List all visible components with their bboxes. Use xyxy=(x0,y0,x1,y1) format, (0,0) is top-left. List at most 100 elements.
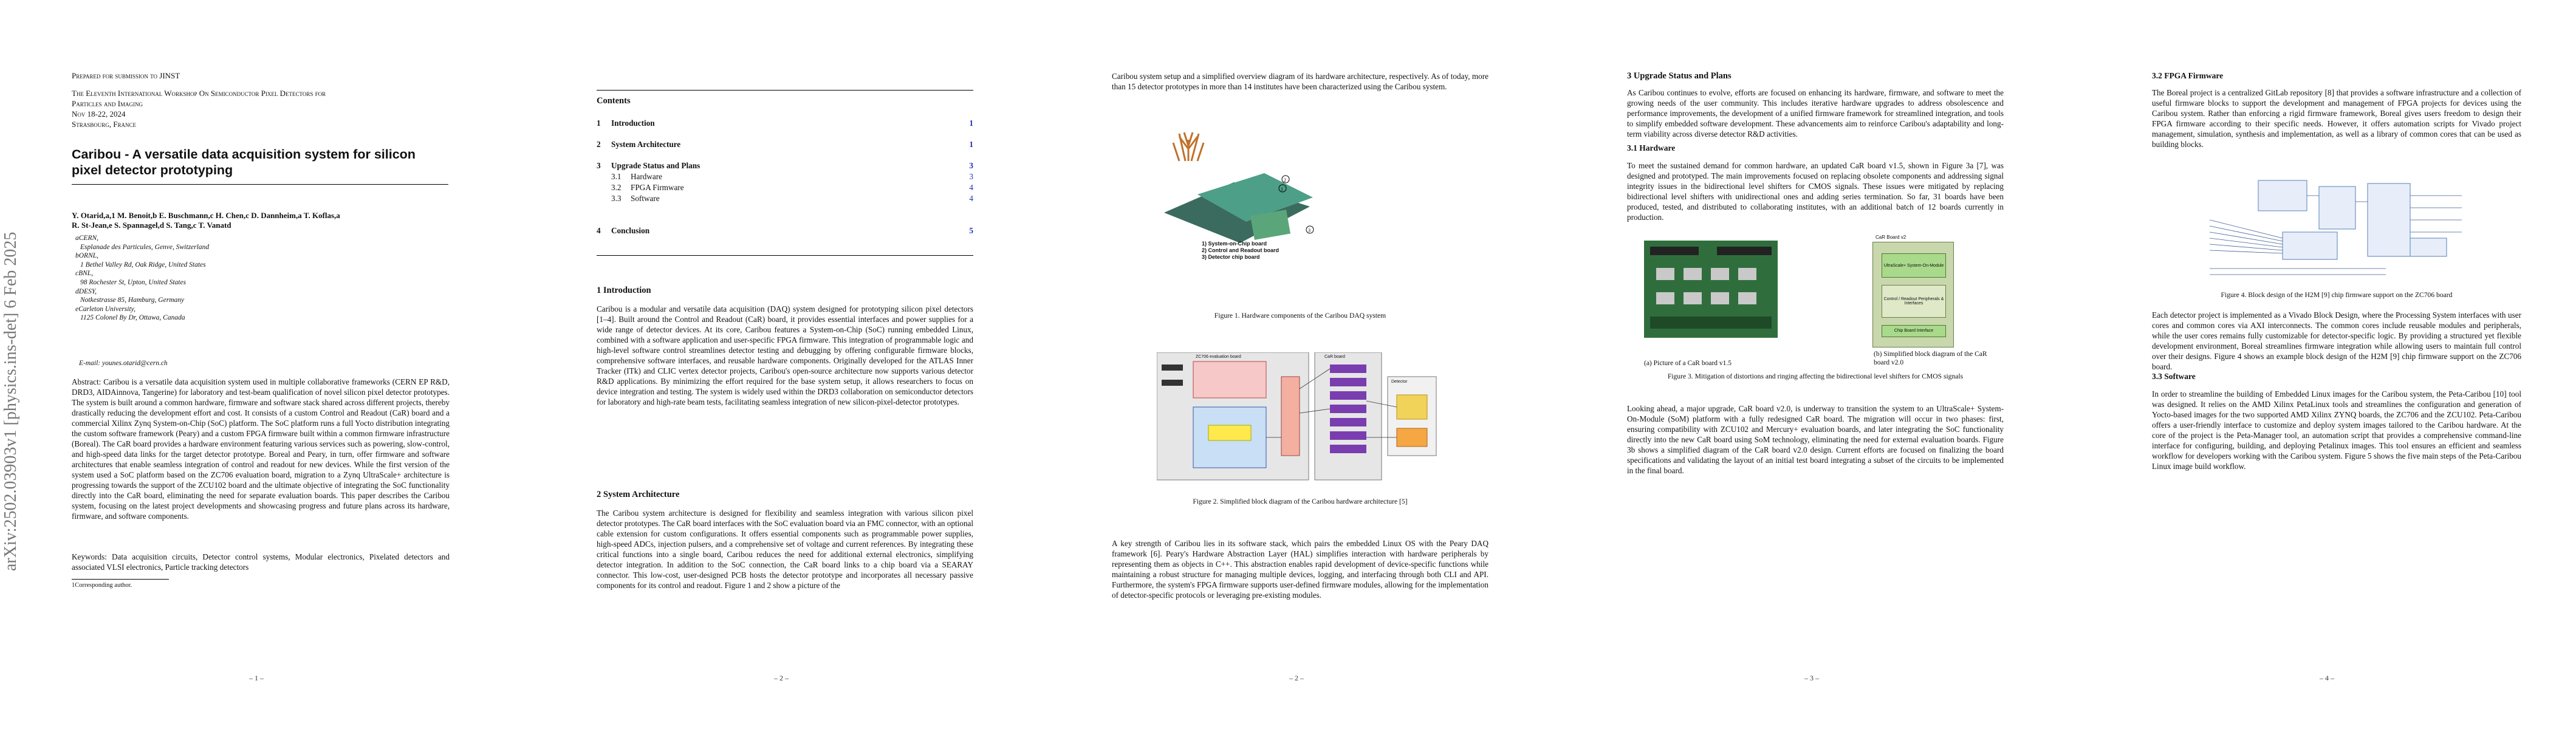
abstract: Abstract: Caribou is a versatile data ac… xyxy=(72,377,450,521)
port-lines xyxy=(2209,195,2462,275)
svg-text:1: 1 xyxy=(1281,187,1283,192)
figure-2-diagram xyxy=(1157,352,1437,481)
car-peripherals xyxy=(1330,364,1366,453)
conference-line-1: The Eleventh International Workshop On S… xyxy=(72,89,326,98)
toc-entry[interactable]: 4 Conclusion 5 xyxy=(597,226,973,236)
interconnect-block xyxy=(2318,186,2356,230)
section-1-body: Caribou is a modular and versatile data … xyxy=(597,304,973,406)
figure-3b-title: CaR Board v2 xyxy=(1875,234,1906,240)
page-3-intro-text: Caribou system setup and a simplified ov… xyxy=(1112,72,1488,91)
toc-num: 3 xyxy=(597,161,601,170)
section-3-heading: 3 Upgrade Status and Plans xyxy=(1627,71,1732,81)
toc-page: 4 xyxy=(969,183,973,192)
toc-label: FPGA Firmware xyxy=(631,183,684,192)
toc-entry[interactable]: 3.3 Software 4 xyxy=(611,194,973,204)
paper-title-line-1: Caribou - A versatile data acquisition s… xyxy=(72,147,416,162)
chip-board-shape xyxy=(1250,210,1291,240)
toc-label: System Architecture xyxy=(611,140,681,149)
affiliation-line: 98 Rochester St, Upton, United States xyxy=(80,278,187,286)
figure-4-caption: Figure 4. Block design of the H2M [9] ch… xyxy=(2221,291,2453,299)
page-1: Prepared for submission to JINST The Ele… xyxy=(0,0,515,729)
section-3-1-heading: 3.1 Hardware xyxy=(1627,143,1676,152)
footnote: 1Corresponding author. xyxy=(72,582,132,589)
fmc-block xyxy=(1281,376,1300,456)
section-3-2-heading: 3.2 FPGA Firmware xyxy=(2152,71,2224,80)
chip-interface-block: Chip Board Interface xyxy=(1882,325,1946,337)
toc-num: 4 xyxy=(597,226,601,235)
legend-item: 3) Detector chip board xyxy=(1202,254,1260,260)
section-3-2-body: The Boreal project is a centralized GitL… xyxy=(2152,88,2521,149)
user-core-block xyxy=(2367,183,2411,257)
page-4: 3 Upgrade Status and Plans As Caribou co… xyxy=(1546,0,2061,729)
contents-top-rule xyxy=(597,90,973,91)
paper-title-line-2: pixel detector prototyping xyxy=(72,163,233,177)
affiliation-line: dDESY, xyxy=(75,287,97,295)
page-5-body-2: Each detector project is implemented as … xyxy=(2152,310,2521,371)
ps-block xyxy=(1193,361,1267,399)
toc-page: 1 xyxy=(969,118,973,128)
contents-title: Contents xyxy=(597,96,631,106)
user-core-block xyxy=(1208,425,1252,441)
connector-row xyxy=(1650,247,1772,255)
section-2-body: The Caribou system architecture is desig… xyxy=(597,508,973,590)
car-board-label: CaR board xyxy=(1324,355,1345,359)
affiliation-line: 1 Bethel Valley Rd, Oak Ridge, United St… xyxy=(80,261,206,269)
figure-1-legend: 1) System-on-Chip board 2) Control and R… xyxy=(1202,241,1279,261)
figure-4-diagram xyxy=(2209,180,2462,275)
io-block xyxy=(2410,238,2447,257)
toc-entry[interactable]: 2 System Architecture 1 xyxy=(597,140,973,149)
figure-2-caption: Figure 2. Simplified block diagram of th… xyxy=(1193,498,1408,505)
legend-item: 1) System-on-Chip board xyxy=(1202,241,1267,247)
toc-page: 3 xyxy=(969,161,973,170)
figure-3-caption: Figure 3. Mitigation of distortions and … xyxy=(1667,372,1964,380)
affiliation-line: bORNL, xyxy=(75,252,99,260)
affiliation-line: cBNL, xyxy=(75,270,94,278)
affiliation-line: eCarleton University, xyxy=(75,305,136,313)
power-block xyxy=(1396,428,1428,447)
processing-system-block xyxy=(2258,180,2307,211)
section-3-body: As Caribou continues to evolve, efforts … xyxy=(1627,88,2004,139)
affiliations: aCERN, Esplanade des Particules, Genve, … xyxy=(75,234,209,323)
title-rule xyxy=(72,184,448,185)
figure-1-caption: Figure 1. Hardware components of the Car… xyxy=(1214,312,1386,320)
email-link[interactable]: E-mail: younes.otarid@cern.ch xyxy=(79,360,168,367)
page-number: – 2 – xyxy=(774,674,789,682)
toc-page: 1 xyxy=(969,140,973,149)
figure-1-photo: 2 3 1 xyxy=(1164,132,1314,243)
conference-line-3: Nov 18-22, 2024 xyxy=(72,109,126,118)
figure-3b-diagram: CaR Board v2 UltraScale+ System-On-Modul… xyxy=(1872,234,1954,347)
network-blocks xyxy=(1162,364,1183,386)
soc-board-label: ZC706 evaluation board xyxy=(1196,355,1241,359)
toc-label: Hardware xyxy=(631,172,662,181)
figure-3a-photo xyxy=(1644,241,1778,338)
chip-block xyxy=(1396,394,1428,420)
toc-num: 1 xyxy=(597,118,601,128)
toc-page: 5 xyxy=(969,226,973,235)
section-3-1-body: To meet the sustained demand for common … xyxy=(1627,161,2004,222)
toc-page: 4 xyxy=(969,194,973,203)
page-number: – 4 – xyxy=(2320,674,2334,682)
page-5: 3.2 FPGA Firmware The Boreal project is … xyxy=(2061,0,2576,729)
authors-line-1: Y. Otarid,a,1 M. Benoit,b E. Buschmann,c… xyxy=(72,211,340,220)
prepared-line: Prepared for submission to JINST xyxy=(72,71,180,80)
component-grid xyxy=(1656,268,1756,304)
figure-3b-subcaption: (b) Simplified block diagram of the CaR … xyxy=(1874,351,1987,366)
page-number: – 2 – xyxy=(1289,674,1304,682)
page-3-body: A key strength of Caribou lies in its so… xyxy=(1112,539,1488,600)
affiliation-line: Esplanade des Particules, Genve, Switzer… xyxy=(80,243,210,251)
toc-num: 3.3 xyxy=(611,194,622,203)
svg-text:3: 3 xyxy=(1308,228,1310,233)
toc-label: Conclusion xyxy=(611,226,650,235)
section-2-heading: 2 System Architecture xyxy=(597,490,680,499)
toc-num: 2 xyxy=(597,140,601,149)
svg-text:2: 2 xyxy=(1284,177,1286,183)
page-3: Caribou system setup and a simplified ov… xyxy=(1030,0,1546,729)
page-4-body-2: Looking ahead, a major upgrade, CaR boar… xyxy=(1627,404,2004,475)
page-number: – 3 – xyxy=(1804,674,1819,682)
toc-label: Software xyxy=(631,194,660,203)
